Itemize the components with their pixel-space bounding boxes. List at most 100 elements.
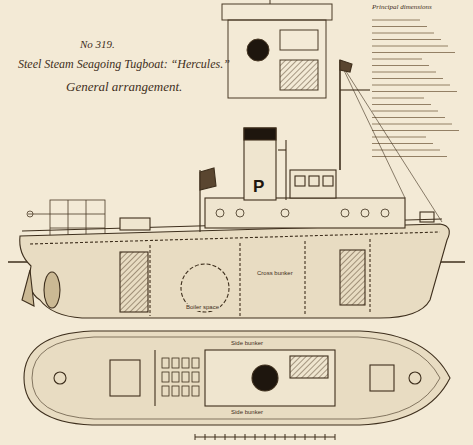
steam-pipe <box>285 140 286 200</box>
scale-tick <box>235 434 236 440</box>
mast <box>339 60 341 170</box>
chain-locker <box>340 250 365 305</box>
leader-line <box>28 214 50 215</box>
windlass <box>420 212 434 222</box>
rudder <box>22 270 34 306</box>
boiler-cell <box>162 386 169 396</box>
engine <box>120 252 148 312</box>
table-row <box>372 143 433 144</box>
window <box>323 176 333 186</box>
bulkhead <box>369 239 370 314</box>
bridge-wings <box>222 4 332 20</box>
funnel-top <box>247 39 269 61</box>
boiler-cell <box>182 386 189 396</box>
funnel-band <box>244 128 276 140</box>
scale-tick <box>285 434 286 440</box>
space-label: Cross bunker <box>256 270 294 277</box>
boiler-cell <box>172 358 179 368</box>
porthole <box>236 209 244 217</box>
boiler-cell <box>192 386 199 396</box>
scale-tick <box>205 434 206 440</box>
table-row <box>372 39 441 40</box>
porthole <box>216 209 224 217</box>
scale-tick <box>225 434 226 440</box>
steering-gear <box>54 372 66 384</box>
table-row <box>372 65 429 66</box>
hatch-coaming <box>154 350 155 406</box>
table-heading: Principal dimensions <box>372 4 432 12</box>
drawing-subtitle: General arrangement. <box>66 80 182 94</box>
bulkhead <box>304 241 305 316</box>
porthole <box>341 209 349 217</box>
whistle <box>278 149 286 150</box>
towing-hook <box>120 218 150 230</box>
table-row <box>372 52 455 53</box>
scale-tick <box>335 434 336 440</box>
scale-tick <box>215 434 216 440</box>
window <box>309 176 319 186</box>
scale-tick <box>295 434 296 440</box>
table-row <box>372 98 424 99</box>
boiler-cell <box>172 372 179 382</box>
capstan <box>409 372 421 384</box>
fore-hatch <box>370 365 394 391</box>
table-row <box>372 104 431 105</box>
porthole <box>361 209 369 217</box>
boiler-cell <box>182 372 189 382</box>
funnel-letter: P <box>253 178 264 197</box>
shroud <box>340 62 405 198</box>
pennant <box>340 60 352 72</box>
scale-tick <box>245 434 246 440</box>
boiler-cell <box>192 372 199 382</box>
table-row <box>372 33 434 34</box>
table-row <box>372 46 448 47</box>
deck-line <box>30 232 440 244</box>
flag <box>200 168 216 190</box>
table-row <box>372 130 459 131</box>
space-label: Side bunker <box>230 409 264 416</box>
galley <box>290 356 328 378</box>
top-view-wheelhouse <box>222 0 332 98</box>
scale-bar <box>195 434 335 440</box>
mast-stay <box>270 0 271 4</box>
drawing-title: Steel Steam Seagoing Tugboat: “Hercules.… <box>18 58 230 71</box>
scale-tick <box>325 434 326 440</box>
scale-tick <box>265 434 266 440</box>
table-row <box>372 20 420 21</box>
dimension-table <box>372 20 459 157</box>
space-label: Side bunker <box>230 340 264 347</box>
table-row <box>372 111 438 112</box>
yard <box>340 89 370 90</box>
porthole <box>381 209 389 217</box>
scale-tick <box>275 434 276 440</box>
table-row <box>372 124 452 125</box>
table-row <box>372 78 443 79</box>
porthole <box>281 209 289 217</box>
deckhouse <box>205 198 405 228</box>
forestay <box>340 62 442 222</box>
wheelhouse <box>290 170 336 198</box>
hull-plan <box>24 331 450 425</box>
table-rule <box>50 214 105 215</box>
table-row <box>372 156 447 157</box>
boiler-cell <box>162 358 169 368</box>
casing <box>280 60 318 90</box>
boiler-cell <box>192 358 199 368</box>
scale-tick <box>315 434 316 440</box>
scale-tick <box>195 434 196 440</box>
boiler-cell <box>182 358 189 368</box>
table-row <box>372 85 450 86</box>
portholes <box>216 209 389 217</box>
bulkhead <box>239 243 240 316</box>
funnel-plan <box>252 365 278 391</box>
drawing-number: No 319. <box>80 38 115 50</box>
propeller <box>44 272 60 308</box>
scale-tick <box>305 434 306 440</box>
table-row <box>372 137 426 138</box>
window <box>295 176 305 186</box>
boiler <box>181 264 229 312</box>
deckhouse-plan <box>205 350 335 406</box>
table-row <box>372 26 427 27</box>
